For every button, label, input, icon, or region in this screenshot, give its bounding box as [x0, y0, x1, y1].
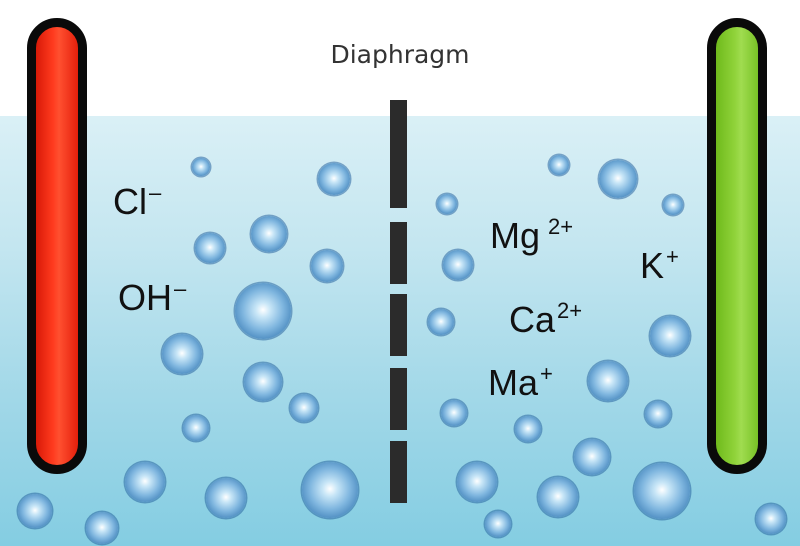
bubble: [650, 316, 690, 356]
diaphragm-label: Diaphragm: [330, 40, 470, 69]
bubble: [125, 462, 165, 502]
bubble: [485, 511, 511, 537]
diaphragm-segment: [390, 222, 407, 284]
ion-label-potassium: K+: [640, 244, 679, 286]
bubble: [302, 462, 358, 518]
bubble: [311, 250, 343, 282]
bubble: [244, 363, 282, 401]
bubble: [645, 401, 671, 427]
negative-electrode-red: [27, 18, 87, 474]
bubble: [574, 439, 610, 475]
ion-label-calcium: Ca2+: [509, 298, 583, 340]
bubble: [162, 334, 202, 374]
diaphragm-segment: [390, 368, 407, 430]
positive-electrode-green: [707, 18, 767, 474]
ion-label-hydroxide: OH–: [118, 276, 187, 318]
bubble: [18, 494, 52, 528]
bubble: [290, 394, 318, 422]
bubble: [251, 216, 287, 252]
ion-label-chloride: Cl–: [113, 180, 162, 222]
bubble: [457, 462, 497, 502]
bubble: [318, 163, 350, 195]
ion-label-ma: Ma+: [488, 361, 553, 403]
bubble: [663, 195, 683, 215]
bubble: [549, 155, 569, 175]
diaphragm-segment: [390, 100, 407, 208]
bubble: [599, 160, 637, 198]
bubble: [515, 416, 541, 442]
bubble: [428, 309, 454, 335]
bubble: [441, 400, 467, 426]
bubble: [192, 158, 210, 176]
diaphragm-segment: [390, 294, 407, 356]
bubble: [437, 194, 457, 214]
bubble: [235, 283, 291, 339]
bubble: [195, 233, 225, 263]
bubble: [634, 463, 690, 519]
bubble: [86, 512, 118, 544]
diaphragm-segment: [390, 441, 407, 503]
bubble: [183, 415, 209, 441]
bubble: [588, 361, 628, 401]
bubble: [538, 477, 578, 517]
bubble: [206, 478, 246, 518]
bubble: [756, 504, 786, 534]
bubble: [443, 250, 473, 280]
